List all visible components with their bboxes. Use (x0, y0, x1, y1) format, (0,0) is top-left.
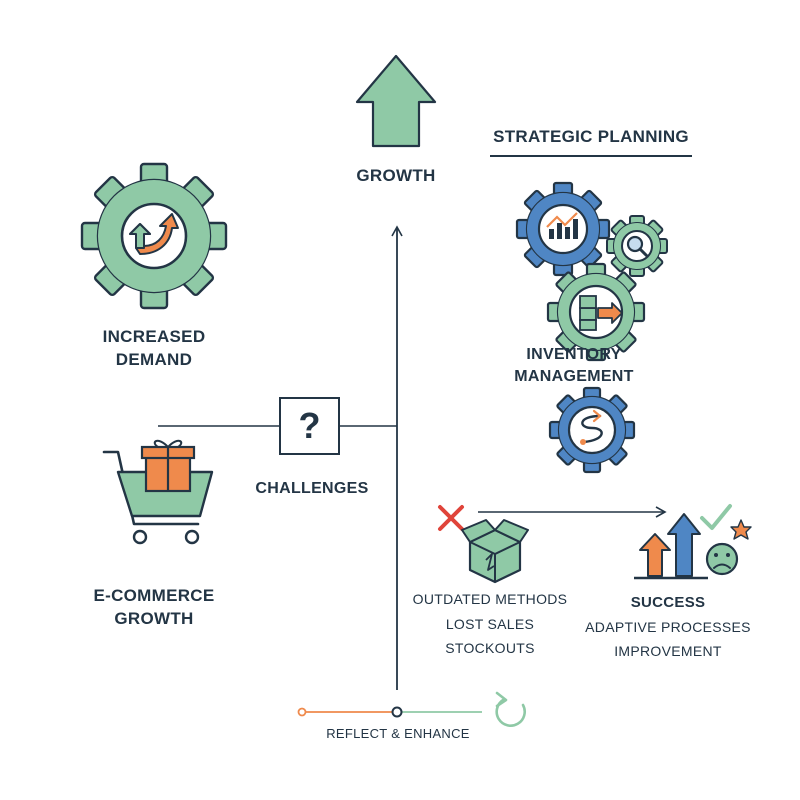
problem-lost-sales: LOST SALES (445, 616, 535, 632)
shopping-cart-gift-icon (102, 439, 214, 545)
broken-box-icon (461, 519, 529, 584)
star-icon (730, 519, 752, 540)
gear-boxes-icon (546, 262, 646, 362)
check-icon (700, 504, 732, 530)
ecommerce-growth-label-line2: GROWTH (114, 609, 194, 628)
question-mark: ? (298, 405, 321, 446)
gear-route-icon (548, 386, 636, 474)
problem-outdated-methods: OUTDATED METHODS (412, 591, 568, 607)
bar-chart-arrows-icon (634, 513, 708, 580)
challenges-label: CHALLENGES (255, 480, 369, 497)
outcome-adaptive-processes: ADAPTIVE PROCESSES (585, 619, 751, 635)
gear-trend-icon (80, 162, 228, 310)
increased-demand-label-line2: DEMAND (115, 350, 193, 369)
strategic-planning-title: STRATEGIC PLANNING (493, 127, 689, 146)
reflect-enhance-label: REFLECT & ENHANCE (326, 726, 470, 741)
growth-label: GROWTH (356, 166, 436, 185)
increased-demand-label-line1: INCREASED (102, 327, 206, 346)
sad-face-icon (705, 542, 739, 576)
refresh-cycle-icon (495, 691, 526, 727)
ecommerce-growth-label-line1: E-COMMERCE (93, 586, 215, 605)
problem-stockouts: STOCKOUTS (445, 640, 535, 656)
success-label: SUCCESS (630, 594, 706, 611)
outcome-improvement: IMPROVEMENT (614, 643, 722, 659)
reflect-timeline (297, 706, 482, 718)
up-arrow-icon (355, 54, 437, 148)
inventory-management-label-line2: MANAGEMENT (514, 368, 634, 385)
red-x-icon (438, 505, 464, 531)
challenge-box (279, 397, 340, 455)
gear-search-icon (606, 215, 668, 277)
inventory-management-label-line1: INVENTORY (526, 346, 622, 363)
gear-chart-icon (515, 181, 611, 277)
